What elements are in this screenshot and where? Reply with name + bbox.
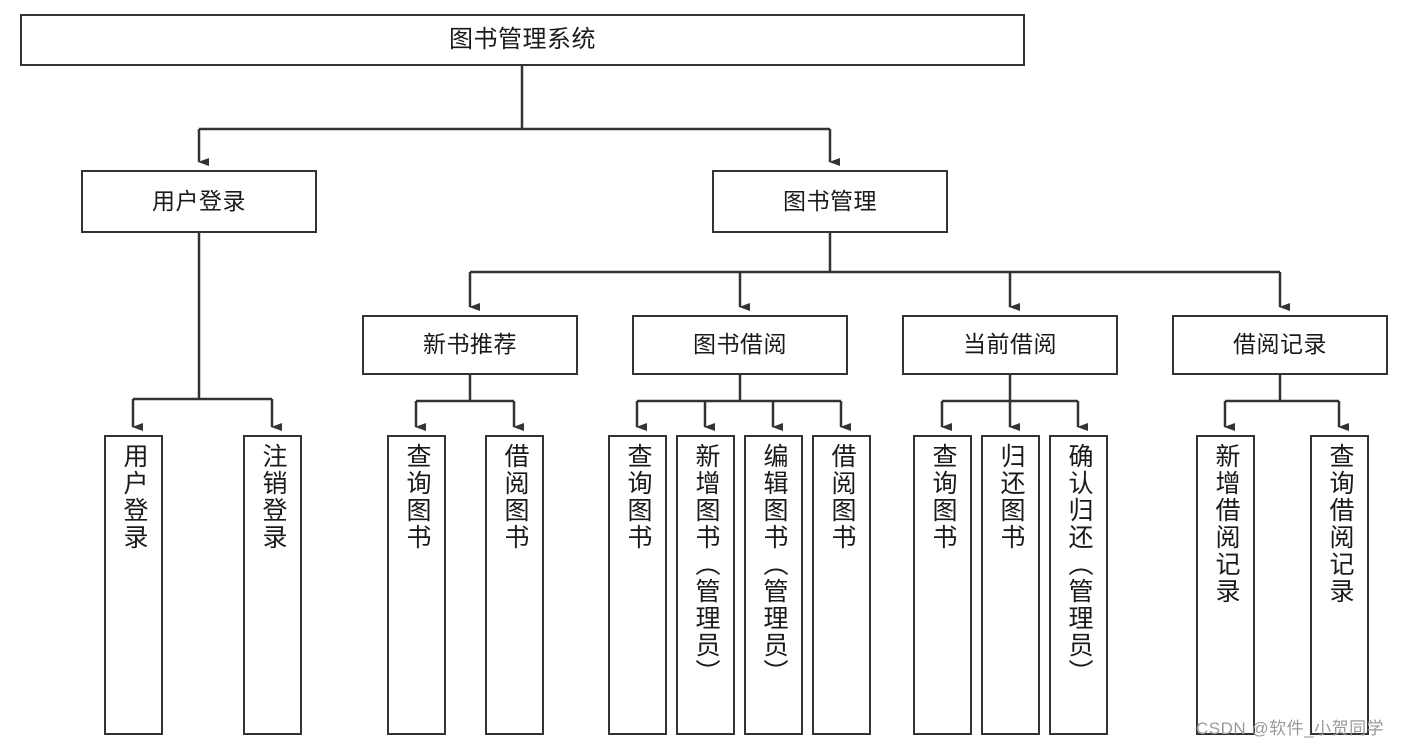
node-book-management[interactable]: 图书管理	[712, 170, 948, 233]
leaf-logout[interactable]: 注销登录	[243, 435, 302, 735]
node-label: 查询图书	[624, 443, 652, 551]
node-label: 新书推荐	[423, 331, 517, 358]
node-book-borrowing[interactable]: 图书借阅	[632, 315, 848, 375]
leaf-user-login[interactable]: 用户登录	[104, 435, 163, 735]
leaf-edit-book-admin[interactable]: 编辑图书（管理员）	[744, 435, 803, 735]
leaf-confirm-return-admin[interactable]: 确认归还（管理员）	[1049, 435, 1108, 735]
leaf-borrow-book-new-recommendation[interactable]: 借阅图书	[485, 435, 544, 735]
node-label: 借阅记录	[1233, 331, 1327, 358]
csdn-watermark: CSDN @软件_小贺同学	[1196, 719, 1385, 738]
node-new-book-recommendation[interactable]: 新书推荐	[362, 315, 578, 375]
node-label: 图书借阅	[693, 331, 787, 358]
node-user-login[interactable]: 用户登录	[81, 170, 317, 233]
leaf-query-borrow-record[interactable]: 查询借阅记录	[1310, 435, 1369, 735]
node-root-library-management-system[interactable]: 图书管理系统	[20, 14, 1025, 66]
node-label: 借阅图书	[501, 443, 529, 551]
leaf-query-book-new-recommendation[interactable]: 查询图书	[387, 435, 446, 735]
leaf-add-borrow-record[interactable]: 新增借阅记录	[1196, 435, 1255, 735]
leaf-query-book-borrowing[interactable]: 查询图书	[608, 435, 667, 735]
node-label: 图书管理系统	[449, 25, 596, 53]
node-label: 新增图书（管理员）	[692, 443, 720, 686]
leaf-add-book-admin[interactable]: 新增图书（管理员）	[676, 435, 735, 735]
leaf-query-book-current[interactable]: 查询图书	[913, 435, 972, 735]
node-label: 编辑图书（管理员）	[760, 443, 788, 686]
node-label: 确认归还（管理员）	[1065, 443, 1093, 686]
node-label: 查询图书	[929, 443, 957, 551]
node-label: 借阅图书	[828, 443, 856, 551]
node-label: 图书管理	[783, 187, 877, 214]
node-label: 新增借阅记录	[1212, 443, 1240, 605]
leaf-borrow-book-borrowing[interactable]: 借阅图书	[812, 435, 871, 735]
node-label: 当前借阅	[963, 331, 1057, 358]
node-label: 查询图书	[403, 443, 431, 551]
node-current-borrowing[interactable]: 当前借阅	[902, 315, 1118, 375]
node-label: 查询借阅记录	[1326, 443, 1354, 605]
node-label: 归还图书	[997, 443, 1025, 551]
leaf-return-book[interactable]: 归还图书	[981, 435, 1040, 735]
node-label: 用户登录	[120, 443, 148, 551]
node-label: 注销登录	[259, 443, 287, 551]
node-borrowing-record[interactable]: 借阅记录	[1172, 315, 1388, 375]
node-label: 用户登录	[152, 187, 246, 214]
